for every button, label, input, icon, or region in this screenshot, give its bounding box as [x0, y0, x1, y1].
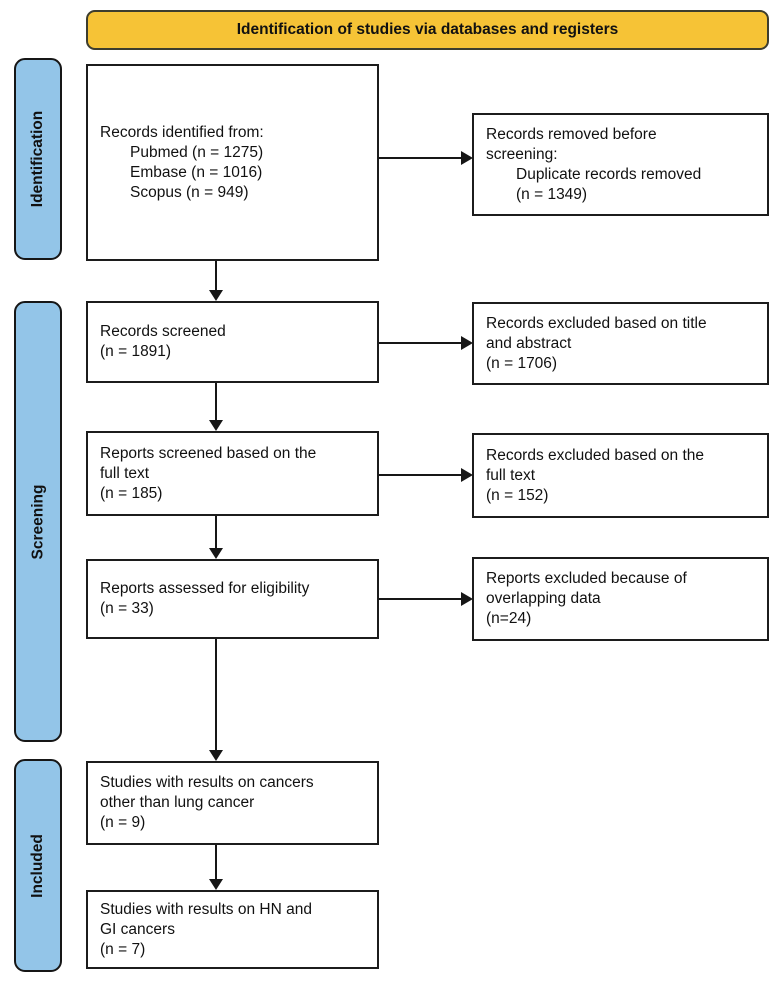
- box-line: (n = 9): [100, 814, 146, 831]
- arrow-down-fulltext-to-assessed: [209, 516, 223, 559]
- box-line: (n = 33): [100, 600, 154, 617]
- arrow-right-identified-to-removed: [379, 151, 473, 165]
- box-studies-hn-gi-cancers: Studies with results on HN and GI cancer…: [86, 890, 379, 969]
- box-line: screening:: [486, 145, 558, 163]
- box-line: other than lung cancer: [100, 794, 255, 811]
- box-line: Records excluded based on the: [486, 446, 705, 464]
- arrowhead-down-icon: [209, 879, 223, 890]
- box-records-removed-before-screening: Records removed before screening: Duplic…: [472, 113, 769, 216]
- box-reports-assessed-eligibility: Reports assessed for eligibility (n = 33…: [86, 559, 379, 639]
- box-line: (n = 7): [100, 940, 146, 958]
- box-line: Reports excluded because of: [486, 570, 687, 587]
- box-line: Studies with results on cancers: [100, 774, 314, 791]
- stage-label-screening: Screening: [14, 301, 62, 742]
- arrowhead-right-icon: [461, 468, 473, 482]
- box-line: (n = 1706): [486, 354, 558, 372]
- box-line: (n=24): [486, 610, 532, 627]
- diagram-title-banner: Identification of studies via databases …: [86, 10, 769, 50]
- arrowhead-right-icon: [461, 151, 473, 165]
- stage-label-identification: Identification: [14, 58, 62, 260]
- box-line: (n = 152): [486, 486, 549, 504]
- box-line: (n = 1891): [100, 343, 172, 360]
- box-line: GI cancers: [100, 920, 175, 938]
- arrowhead-right-icon: [461, 336, 473, 350]
- box-line: overlapping data: [486, 590, 601, 607]
- box-line: Pubmed (n = 1275): [130, 143, 264, 161]
- arrow-down-other-to-hn-gi: [209, 845, 223, 890]
- stage-label-text: Screening: [29, 484, 47, 559]
- diagram-title: Identification of studies via databases …: [236, 21, 619, 38]
- arrow-right-fulltext-to-excluded: [379, 468, 473, 482]
- box-line: Records screened: [100, 323, 226, 340]
- arrowhead-down-icon: [209, 420, 223, 431]
- box-records-screened: Records screened (n = 1891): [86, 301, 379, 383]
- arrowhead-down-icon: [209, 750, 223, 761]
- arrowhead-down-icon: [209, 290, 223, 301]
- stage-label-included: Included: [14, 759, 62, 972]
- box-line: Records identified from:: [100, 123, 264, 141]
- box-line: Reports assessed for eligibility: [100, 580, 310, 597]
- arrowhead-down-icon: [209, 548, 223, 559]
- arrow-right-assessed-to-excluded: [379, 592, 473, 606]
- box-line: Duplicate records removed: [516, 165, 702, 183]
- box-reports-screened-full-text: Reports screened based on the full text …: [86, 431, 379, 516]
- arrow-down-identified-to-screened: [209, 261, 223, 301]
- box-line: full text: [486, 466, 536, 484]
- box-records-excluded-title-abstract: Records excluded based on title and abst…: [472, 302, 769, 385]
- arrow-down-assessed-to-included: [209, 639, 223, 761]
- stage-label-text: Included: [29, 833, 47, 898]
- box-records-identified: Records identified from: Pubmed (n = 127…: [86, 64, 379, 261]
- box-line: Scopus (n = 949): [130, 183, 249, 201]
- box-line: Records excluded based on title: [486, 314, 707, 332]
- box-line: Studies with results on HN and: [100, 900, 312, 918]
- box-studies-other-cancers: Studies with results on cancers other th…: [86, 761, 379, 845]
- box-reports-excluded-overlapping-data: Reports excluded because of overlapping …: [472, 557, 769, 641]
- box-line: Records removed before: [486, 125, 657, 143]
- box-line: full text: [100, 464, 150, 482]
- arrow-down-screened-to-fulltext: [209, 383, 223, 431]
- box-line: Embase (n = 1016): [130, 163, 263, 181]
- box-records-excluded-full-text: Records excluded based on the full text …: [472, 433, 769, 518]
- box-line: (n = 185): [100, 484, 163, 502]
- box-line: and abstract: [486, 334, 572, 352]
- arrowhead-right-icon: [461, 592, 473, 606]
- stage-label-text: Identification: [29, 110, 47, 208]
- box-line: (n = 1349): [516, 185, 588, 203]
- box-line: Reports screened based on the: [100, 444, 317, 462]
- arrow-right-screened-to-excluded: [379, 336, 473, 350]
